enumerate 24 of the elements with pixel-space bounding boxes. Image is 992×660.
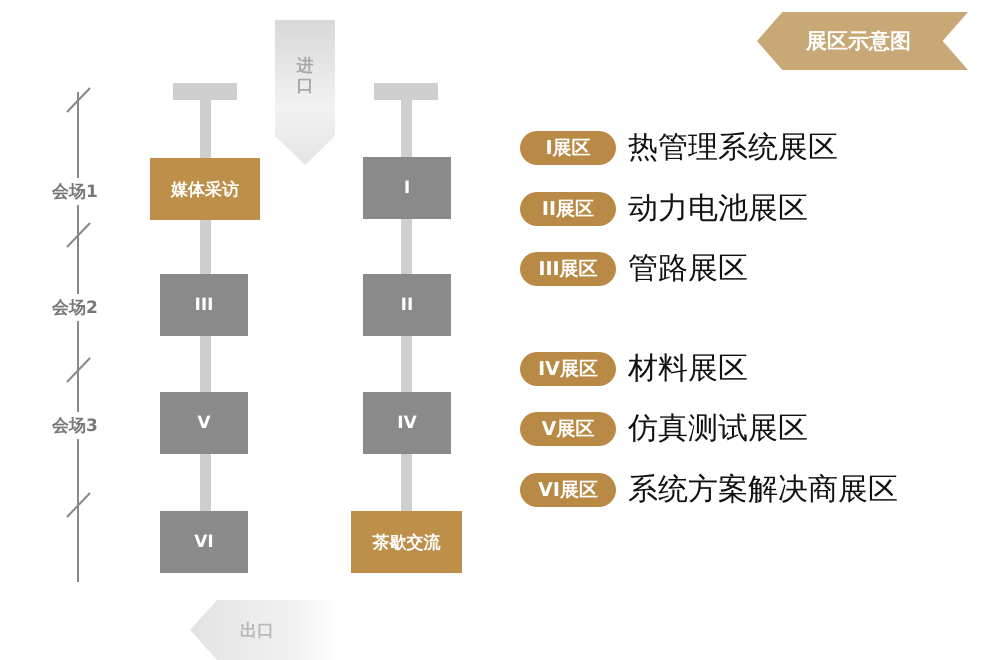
zone-badge: IV展区 <box>520 352 616 386</box>
zone-name: 材料展区 <box>628 351 748 387</box>
hall-label: 会场3 <box>52 412 98 439</box>
zone-name: 系统方案解决商展区 <box>628 472 898 508</box>
zone-badge: III展区 <box>520 252 616 286</box>
zone-name: 热管理系统展区 <box>628 130 838 166</box>
zone-badge: II展区 <box>520 192 616 226</box>
title-banner: 展区示意图 <box>757 12 968 70</box>
zone-name: 仿真测试展区 <box>628 411 808 447</box>
zone-box: III <box>160 274 248 336</box>
zone-badge: I展区 <box>520 131 616 165</box>
zone-box: VI <box>160 511 248 573</box>
zone-box: 媒体采访 <box>150 158 260 220</box>
zone-name: 管路展区 <box>628 251 748 287</box>
hall-label: 会场2 <box>52 294 98 321</box>
zone-box: II <box>363 274 451 336</box>
zone-badge: VI展区 <box>520 473 616 507</box>
zone-box: I <box>363 157 451 219</box>
zone-box: V <box>160 392 248 454</box>
hall-label: 会场1 <box>52 178 98 205</box>
zone-box: IV <box>363 392 451 454</box>
zone-name: 动力电池展区 <box>628 191 808 227</box>
zone-box: 茶歇交流 <box>351 511 462 573</box>
zone-badge: V展区 <box>520 412 616 446</box>
